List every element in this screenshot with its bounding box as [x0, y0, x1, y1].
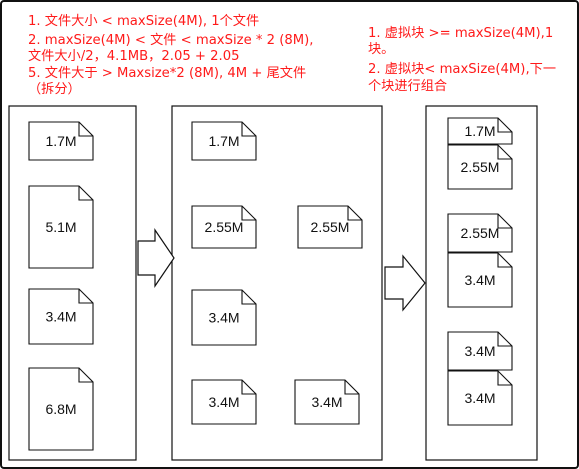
arrow-right-icon [137, 228, 175, 288]
file-icon [447, 117, 513, 145]
note-right-line: 块。 [368, 42, 395, 58]
file-document: 1.7M [28, 121, 94, 161]
file-document: 1.7M [191, 121, 257, 161]
file-document: 6.8M [28, 367, 94, 451]
file-document: 3.4M [447, 331, 513, 371]
file-icon [297, 205, 363, 249]
file-icon [447, 370, 513, 426]
file-icon [28, 121, 94, 161]
note-right: 1. 虚拟块 >= maxSize(4M),1 块。 2. 虚拟块< maxSi… [368, 26, 556, 95]
note-right-line: 1. 虚拟块 >= maxSize(4M),1 [368, 26, 554, 41]
file-document: 3.4M [447, 252, 513, 308]
file-size-label: 1.7M [464, 123, 495, 139]
file-icon [28, 288, 94, 345]
file-icon [294, 379, 360, 425]
file-corner-fold [344, 380, 359, 395]
file-corner-fold [78, 289, 93, 304]
file-icon [191, 205, 257, 249]
file-size-label: 3.4M [45, 309, 76, 325]
file-size-label: 3.4M [464, 390, 495, 406]
file-document: 3.4M [447, 370, 513, 426]
file-icon [191, 289, 257, 346]
file-size-label: 3.4M [311, 394, 342, 410]
arrow-right-icon [384, 254, 426, 312]
file-document: 3.4M [28, 288, 94, 345]
file-document: 3.4M [294, 379, 360, 425]
file-size-label: 3.4M [464, 272, 495, 288]
note-left-line: 1. 文件大小 < maxSize(4M), 1个文件 [28, 14, 260, 29]
file-corner-fold [241, 122, 256, 137]
file-corner-fold [78, 186, 93, 201]
file-document: 2.55M [297, 205, 363, 249]
file-corner-fold [241, 380, 256, 395]
file-corner-fold [497, 118, 512, 133]
file-corner-fold [497, 371, 512, 386]
file-icon [191, 379, 257, 425]
file-corner-fold [78, 122, 93, 137]
file-document: 3.4M [191, 379, 257, 425]
file-size-label: 1.7M [45, 133, 76, 149]
file-icon [447, 331, 513, 371]
note-left-line: （拆分） [28, 81, 81, 97]
file-document: 1.7M [447, 117, 513, 145]
file-size-label: 2.55M [461, 225, 500, 241]
file-size-label: 3.4M [208, 394, 239, 410]
file-corner-fold [497, 145, 512, 160]
file-corner-fold [497, 214, 512, 229]
note-right-line: 2. 虚拟块< maxSize(4M),下一 [368, 62, 557, 78]
file-size-label: 1.7M [208, 133, 239, 149]
file-corner-fold [241, 290, 256, 305]
file-size-label: 2.55M [311, 219, 350, 235]
file-shapes-layer: 1.7M 5.1M 3.4M 6.8M 1.7M 2.55M 2.55M 3.4M 3.4M 3.… [28, 117, 513, 451]
file-icon [447, 213, 513, 253]
file-corner-fold [78, 368, 93, 383]
file-document: 2.55M [447, 144, 513, 190]
file-corner-fold [497, 253, 512, 268]
note-left-line: 2. maxSize(4M) < 文件 < maxSize * 2 (8M), [28, 33, 314, 49]
file-corner-fold [497, 332, 512, 347]
file-document: 5.1M [28, 185, 94, 269]
file-icon [447, 144, 513, 190]
file-icon [191, 121, 257, 161]
file-document: 2.55M [191, 205, 257, 249]
file-document: 3.4M [191, 289, 257, 346]
file-size-label: 3.4M [464, 343, 495, 359]
note-right-line: 个块进行组合 [368, 78, 448, 94]
file-corner-fold [241, 206, 256, 221]
file-size-label: 2.55M [461, 159, 500, 175]
file-icon [28, 367, 94, 451]
file-document: 2.55M [447, 213, 513, 253]
note-left-line: 文件大小/2，4.1MB，2.05 + 2.05 [28, 49, 240, 65]
file-icon [447, 252, 513, 308]
file-size-label: 6.8M [45, 401, 76, 417]
file-size-label: 3.4M [208, 310, 239, 326]
file-corner-fold [347, 206, 362, 221]
file-size-label: 2.55M [205, 219, 244, 235]
file-size-label: 5.1M [45, 219, 76, 235]
file-icon [28, 185, 94, 269]
note-left: 1. 文件大小 < maxSize(4M), 1个文件 2. maxSize(4… [28, 14, 314, 98]
note-left-line: 5. 文件大于 > Maxsize*2 (8M), 4M + 尾文件 [28, 65, 307, 81]
